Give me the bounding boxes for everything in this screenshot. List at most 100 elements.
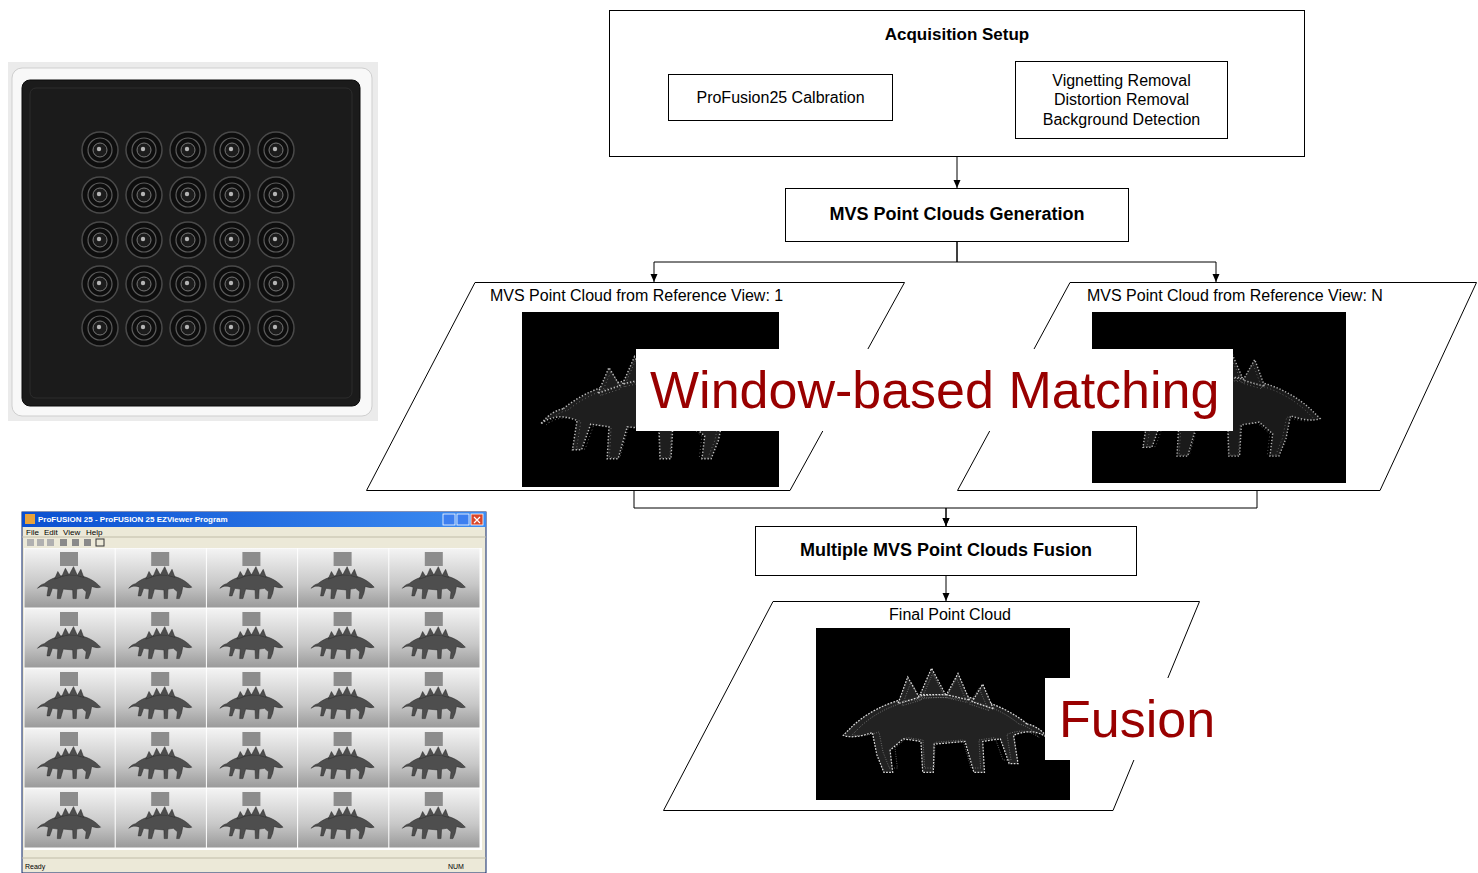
thumbnail-box [242,612,260,626]
lens-glint [97,192,101,196]
box-label: Multiple MVS Point Clouds Fusion [800,540,1092,562]
window-title: ProFUSION 25 - ProFUSION 25 EZViewer Pro… [38,514,228,525]
process-box: Multiple MVS Point Clouds Fusion [755,526,1137,576]
thumbnail-box [60,612,78,626]
thumbnail [298,789,388,848]
lens-glint [97,325,101,329]
lens-housing [170,177,206,213]
thumbnail-box [60,552,78,566]
thumbnail-box [334,732,352,746]
lens-glint [229,281,233,285]
thumbnail-box [151,732,169,746]
lens-housing [82,222,118,258]
lens-ring [220,138,244,162]
thumbnail-box [334,792,352,806]
menu-item: View [63,528,80,537]
lens-ring [269,277,283,291]
thumbnail [25,789,115,848]
lens-housing [82,266,118,302]
thumbnail-dinosaur [38,687,101,719]
thumbnail-dinosaur [129,627,192,659]
thumbnail [116,669,206,728]
process-box: MVS Point Clouds Generation [785,188,1129,242]
image-area [24,548,482,850]
lens-glint [141,237,145,241]
lens-ring [220,272,244,296]
lens-glint [273,192,277,196]
lens-housing [258,310,294,346]
flow-connector [634,491,946,526]
lens-housing [126,310,162,346]
close-cross [474,517,480,523]
flow-connector [957,242,1216,282]
setup-group-box: Acquisition SetupProFusion25 CalbrationV… [609,10,1305,157]
thumbnail-grid [25,549,480,848]
thumbnail-dinosaur [129,747,192,779]
thumbnail-box [425,612,443,626]
lens-ring [264,272,288,296]
thumbnail-dinosaur [38,627,101,659]
thumbnail [116,789,206,848]
lens-ring [137,277,151,291]
thumbnail-dinosaur [220,627,283,659]
lens-housing [258,132,294,168]
lens-ring [264,316,288,340]
thumbnail-box [242,552,260,566]
thumbnail-dinosaur [220,567,283,599]
overlay-caption: Window-based Matching [636,349,1233,431]
process-box: Vignetting Removal Distortion Removal Ba… [1015,61,1228,139]
thumbnail-box [60,732,78,746]
thumbnail-box [151,552,169,566]
thumbnail-dinosaur [220,807,283,839]
lens-ring [176,272,200,296]
lens-ring [269,233,283,247]
lens-ring [181,188,195,202]
flow-connector [946,576,947,601]
lens-ring [264,138,288,162]
lens-ring [88,316,112,340]
thumbnail-dinosaur [129,687,192,719]
thumbnail-dinosaur [129,567,192,599]
lens-glint [141,192,145,196]
lens-glint [141,281,145,285]
lens-glint [97,281,101,285]
lens-glint [229,192,233,196]
lens-housing [170,310,206,346]
lens-glint [273,281,277,285]
lens-ring [176,183,200,207]
lens-glint [273,237,277,241]
thumbnail-dinosaur [402,627,465,659]
thumbnail-dinosaur [38,747,101,779]
thumbnail [207,729,297,788]
lens-ring [137,188,151,202]
window-frame [22,512,486,873]
thumbnail [298,549,388,608]
thumbnail-box [60,672,78,686]
lens-housing [214,177,250,213]
thumbnail [389,789,479,848]
thumbnail-box [242,792,260,806]
menu-item: File [26,528,39,537]
thumbnail-box [151,612,169,626]
lens-ring [93,233,107,247]
menu-item: Edit [44,528,58,537]
lens-ring [137,143,151,157]
thumbnail-dinosaur [402,567,465,599]
lens-glint [97,237,101,241]
lens-glint [229,237,233,241]
final-point-cloud [816,628,1070,800]
toolbar-icon [60,539,67,546]
lens-housing [82,177,118,213]
lens-ring [225,233,239,247]
lens-ring [176,138,200,162]
toolbar-icon [47,539,54,546]
thumbnail-box [242,672,260,686]
lens-housing [126,266,162,302]
lens-ring [269,321,283,335]
lens-glint [185,192,189,196]
thumbnail-dinosaur [311,807,374,839]
lens-glint [185,237,189,241]
lens-ring [88,183,112,207]
lens-ring [137,233,151,247]
lens-glint [141,325,145,329]
